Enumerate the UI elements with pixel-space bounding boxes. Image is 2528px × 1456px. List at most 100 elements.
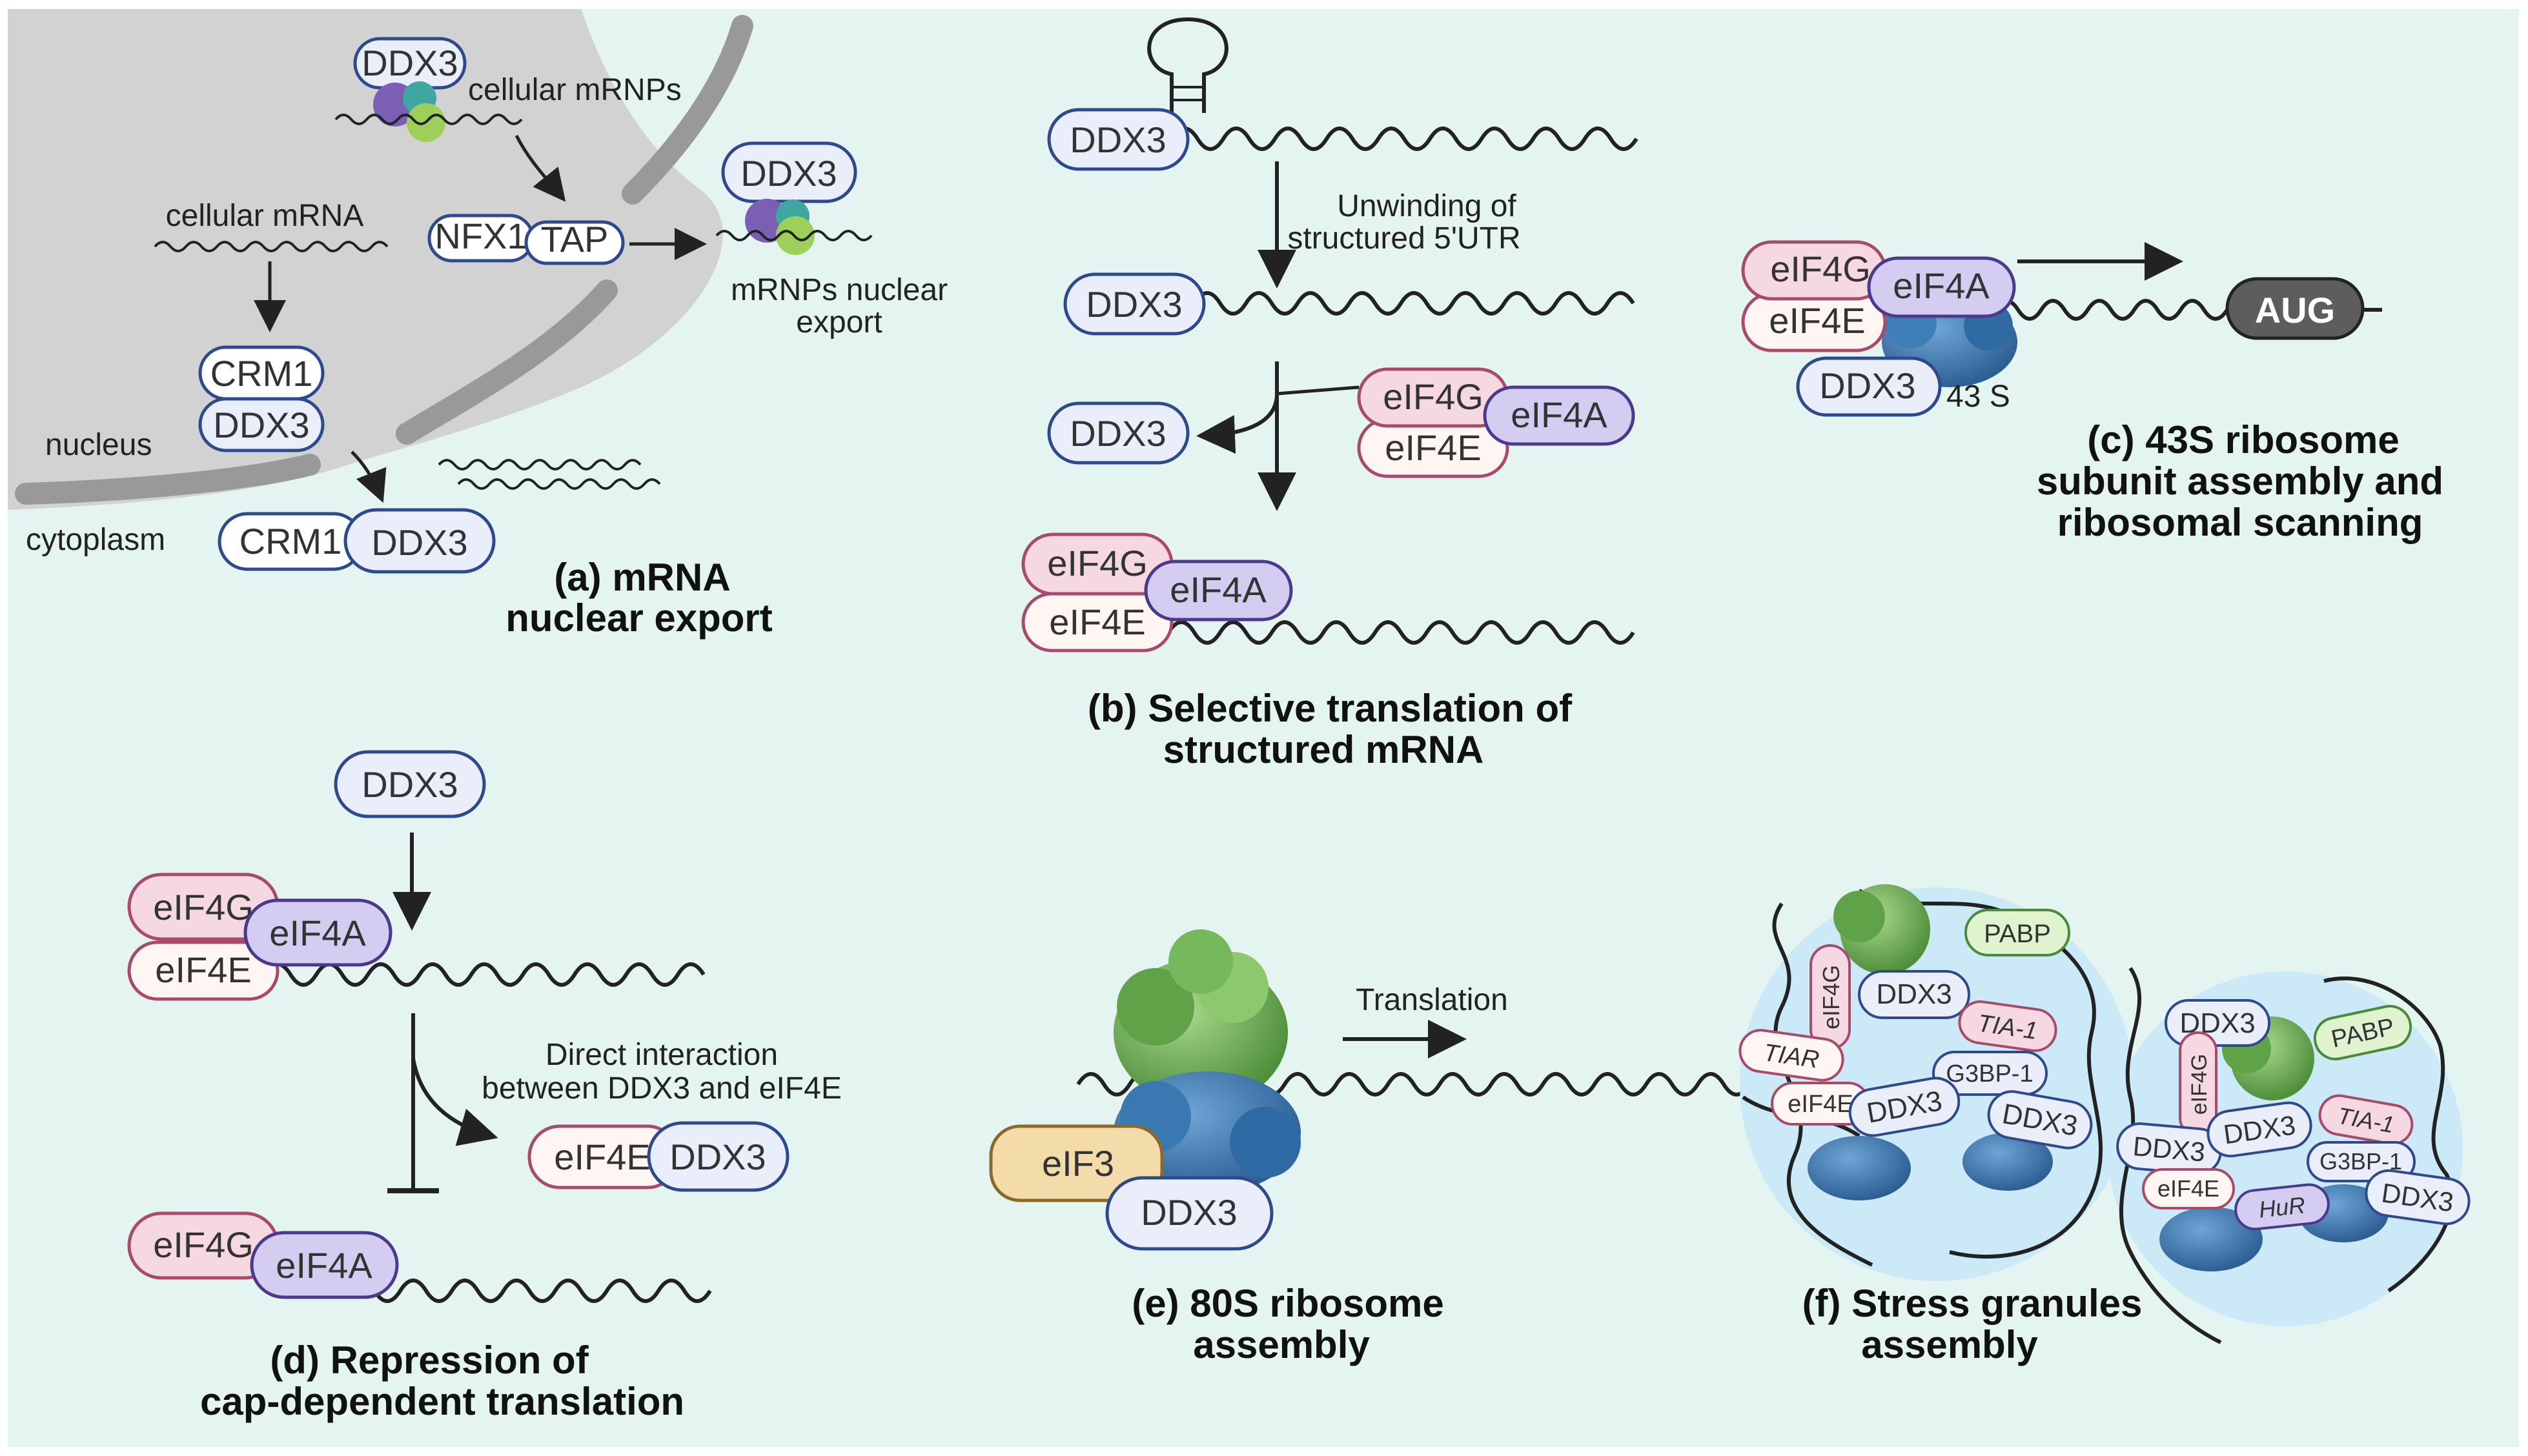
ddx3-pill-group: DDX3 — [1848, 1077, 1961, 1137]
caption-a-line1: (a) mRNA — [554, 556, 730, 599]
cellular-mrnps-label: cellular mRNPs — [468, 73, 682, 107]
tia1-pill — [1958, 1000, 2057, 1052]
mrna-strand — [1167, 620, 1635, 645]
direct-interaction-label-1: Direct interaction — [545, 1038, 778, 1072]
ddx3-label: DDX3 — [1070, 119, 1166, 160]
nuclear-membrane-lower — [396, 279, 618, 445]
eif4g-label: eIF4G — [153, 1224, 254, 1265]
eif4a-pill — [250, 1231, 399, 1299]
eif4g-vertical-pill: eIF4G — [2179, 1031, 2217, 1137]
mrna-strand — [1170, 126, 1638, 151]
branch-line — [1276, 385, 1360, 396]
mrna-strand — [334, 114, 523, 125]
eif4a-pill — [1867, 256, 2016, 318]
mrna-strand — [2119, 967, 2222, 1344]
ribosome-large-subunit — [1168, 929, 1233, 994]
ddx3-pill — [1047, 108, 1190, 171]
eif4g-vertical-pill: eIF4G — [1809, 944, 1851, 1050]
panel-b-selective-translation: DDX3 Unwinding of structured 5'UTR DDX3 … — [1021, 17, 1638, 771]
ribosome-small-subunit — [1230, 1107, 1301, 1178]
ribosome-large-subunit — [1833, 891, 1885, 942]
aug-box — [2225, 277, 2365, 340]
panel-c-43s-scanning: AUG DDX3 43 S eIF4E eIF4G eIF4A (c) 43S … — [1741, 240, 2443, 544]
mrna-strand — [715, 230, 873, 241]
eif4a-label: eIF4A — [1893, 265, 1990, 306]
tiar-pill-group: TIAR — [1738, 1029, 1844, 1082]
eif4a-pill — [1144, 560, 1293, 622]
ddx3-label: DDX3 — [1141, 1192, 1237, 1233]
ddx3-label: DDX3 — [669, 1137, 766, 1177]
caption-f-line2: assembly — [1861, 1323, 2038, 1366]
eif4e-label: eIF4E — [1788, 1091, 1853, 1118]
caption-c-line1: (c) 43S ribosome — [2087, 418, 2400, 461]
ddx3-pill — [1848, 1077, 1961, 1137]
ribosome-small-subunit — [1962, 1133, 2053, 1191]
mrnps-export-label-1: mRNPs nuclear — [731, 273, 948, 307]
cytoplasm-label: cytoplasm — [26, 523, 165, 557]
tia1-pill-group: TIA-1 — [1958, 1000, 2057, 1052]
nfx1-label: NFX1 — [434, 216, 527, 256]
ddx3-pill-group: DDX3 — [1987, 1090, 2093, 1149]
tap-label: TAP — [541, 219, 609, 259]
eif4g-label: eIF4G — [1770, 248, 1871, 289]
eif4e-label: eIF4E — [554, 1137, 650, 1177]
panel-f-stress-granules: PABP eIF4G DDX3 TIA-1 TIAR G3BP-1 eIF4E … — [1738, 884, 2471, 1366]
nucleus-label: nucleus — [45, 428, 152, 462]
mrnps-export-label-2: export — [796, 305, 882, 339]
ddx3-pill — [2365, 1169, 2471, 1226]
hur-pill-group: HuR — [2234, 1183, 2330, 1231]
ribosome-small-subunit — [2159, 1207, 2263, 1271]
eif4e-pill — [127, 940, 280, 1001]
ddx3-pill — [343, 508, 496, 574]
ddx3-label: DDX3 — [1819, 365, 1915, 406]
direct-interaction-label-2: between DDX3 and eIF4E — [482, 1071, 842, 1106]
g3bp1-pill — [1932, 1051, 2048, 1096]
eif4e-label: eIF4E — [2157, 1175, 2219, 1202]
cellular-mrna-label: cellular mRNA — [166, 199, 364, 233]
eif4e-label: eIF4E — [1385, 427, 1481, 468]
crm1-label: CRM1 — [240, 521, 342, 561]
eif4g-label: eIF4G — [1047, 543, 1148, 583]
ribosome-small-subunit — [1808, 1136, 1911, 1200]
caption-b-line1: (b) Selective translation of — [1088, 687, 1573, 730]
ddx3-pill — [334, 750, 486, 818]
ddx3-label: DDX3 — [362, 764, 458, 805]
nuclear-membrane-bottom — [15, 454, 321, 505]
aug-label: AUG — [2255, 290, 2335, 330]
mrna-strand — [1858, 889, 2103, 1259]
g3bp1-label: G3BP-1 — [1946, 1060, 2033, 1087]
mrna-strand — [2323, 976, 2454, 1293]
unwinding-label-1: Unwinding of — [1337, 189, 1516, 223]
eif4e-label: eIF4E — [1769, 300, 1865, 341]
mrna-strand — [438, 459, 642, 470]
caption-d-line1: (d) Repression of — [270, 1339, 589, 1382]
caption-d-line2: cap-dependent translation — [200, 1380, 684, 1423]
caption-e-line2: assembly — [1193, 1323, 1370, 1366]
eif4a-pill — [243, 898, 392, 967]
arrow — [351, 450, 387, 503]
caption-b-line2: structured mRNA — [1163, 728, 1484, 771]
ddx3-label: DDX3 — [371, 522, 467, 563]
panel-e-80s-assembly: Translation eIF3 DDX3 (e) 80S ribosome a… — [989, 929, 1751, 1366]
eif3-label: eIF3 — [1042, 1143, 1114, 1184]
eif4g-label: eIF4G — [153, 887, 254, 927]
eif3-pill — [989, 1124, 1164, 1202]
eif4a-pill — [1483, 385, 1635, 446]
caption-c-line3: ribosomal scanning — [2057, 501, 2423, 544]
arrow — [515, 134, 566, 202]
mrna-strand — [154, 241, 389, 252]
eif4e-pill — [2142, 1168, 2235, 1209]
43s-label: 43 S — [1946, 379, 2010, 414]
ddx3-label: DDX3 — [213, 405, 309, 445]
ddx3-label: DDX3 — [2132, 1131, 2207, 1168]
pabp-pill — [1964, 909, 2070, 956]
ddx3-pill — [1105, 1176, 1274, 1251]
ribosome-large-subunit — [1117, 968, 1194, 1046]
crm1-label: CRM1 — [210, 353, 313, 394]
ddx3-pill — [1987, 1090, 2093, 1149]
tia1-pill-group: TIA-1 — [2318, 1094, 2414, 1146]
ddx3-label: DDX3 — [1876, 978, 1952, 1010]
ddx3-label: DDX3 — [1070, 413, 1166, 454]
pabp-label: PABP — [1984, 920, 2051, 948]
